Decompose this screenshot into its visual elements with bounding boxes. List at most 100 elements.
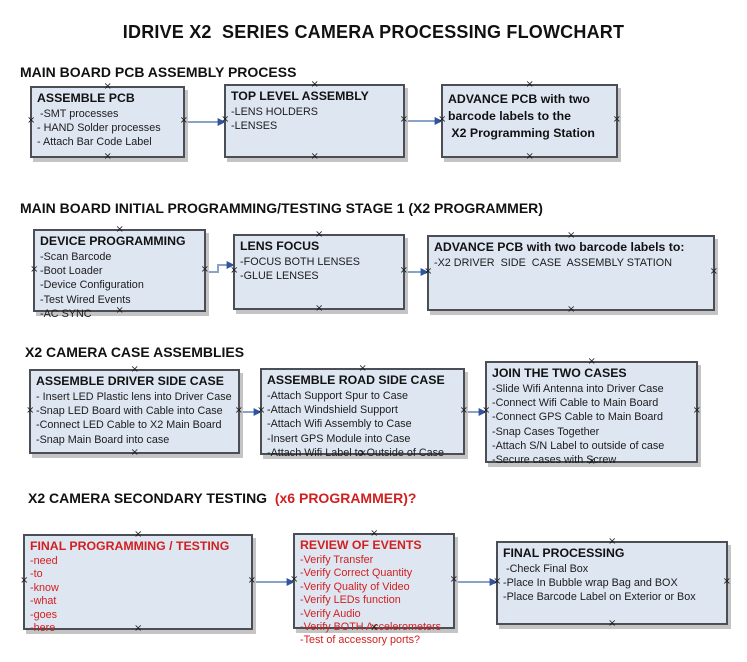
node-line-item: -Test Wired Events <box>40 293 131 306</box>
node-line-item: -Verify Quality of Video <box>300 580 410 593</box>
node-title: FINAL PROCESSING <box>503 546 625 560</box>
connection-point-icon: × <box>608 618 617 629</box>
node-line-item: -Attach Windshield Support <box>267 404 398 417</box>
section-heading-secondary-testing: X2 CAMERA SECONDARY TESTING (x6 PROGRAMM… <box>28 490 416 506</box>
section-heading-case-assemblies: X2 CAMERA CASE ASSEMBLIES <box>25 344 244 360</box>
node-line-item: -SMT processes <box>37 108 119 120</box>
connection-point-icon: × <box>221 114 230 125</box>
connection-point-icon: × <box>310 151 319 162</box>
node-line-item: -GLUE LENSES <box>240 270 319 283</box>
heading-text: X2 CAMERA CASE ASSEMBLIES <box>25 344 245 360</box>
page-title: IDRIVE X2 SERIES CAMERA PROCESSING FLOWC… <box>122 22 625 42</box>
node-line-item: - HAND Solder processes <box>37 122 161 135</box>
connector-line <box>206 261 235 273</box>
connection-point-icon: × <box>358 448 367 459</box>
node-title: ASSEMBLE DRIVER SIDE CASE <box>36 374 224 388</box>
node-assemble-road-side-case[interactable]: ASSEMBLE ROAD SIDE CASE -Attach Support … <box>257 364 468 459</box>
connection-point-icon: × <box>459 404 468 416</box>
node-line-item: -Connect LED Cable to X2 Main Board <box>36 419 222 432</box>
connection-point-icon: × <box>200 263 209 275</box>
connection-point-icon: × <box>257 404 266 416</box>
connection-point-icon: × <box>130 447 139 458</box>
node-line-item: -FOCUS BOTH LENSES <box>240 256 360 268</box>
connection-point-icon: × <box>567 230 576 241</box>
node-line-item: -here <box>30 622 56 635</box>
node-line-item: barcode labels to the <box>448 109 571 123</box>
heading-text: MAIN BOARD PCB ASSEMBLY PROCESS <box>20 64 297 80</box>
node-line-item: -Attach Support Spur to Case <box>267 390 409 402</box>
node-line-item: -Check Final Box <box>503 563 589 575</box>
node-line-item: -Test of accessory ports? <box>300 634 421 647</box>
connection-point-icon: × <box>27 115 36 126</box>
node-lens-focus[interactable]: LENS FOCUS -FOCUS BOTH LENSES -GLUE LENSE… <box>230 230 408 314</box>
node-advance-pcb-to-programming-station[interactable]: ADVANCE PCB with two barcode labels to t… <box>438 80 621 162</box>
connection-point-icon: × <box>315 303 324 314</box>
node-line-item: -Insert GPS Module into Case <box>267 432 411 445</box>
connection-point-icon: × <box>358 363 367 374</box>
connection-point-icon: × <box>134 623 143 634</box>
node-line-item: -Attach S/N Label to outside of case <box>492 439 665 452</box>
node-line-item: - Attach Bar Code Label <box>37 136 152 149</box>
node-device-programming[interactable]: DEVICE PROGRAMMING -Scan Barcode -Boot Lo… <box>30 225 209 320</box>
node-final-processing[interactable]: FINAL PROCESSING -Check Final Box -Place … <box>493 537 731 629</box>
node-line-item: X2 Programming Station <box>448 126 595 140</box>
connection-point-icon: × <box>30 263 39 275</box>
connection-point-icon: × <box>130 364 139 375</box>
connection-point-icon: × <box>692 405 701 416</box>
connection-point-icon: × <box>482 405 491 416</box>
connection-point-icon: × <box>493 576 502 587</box>
connection-point-icon: × <box>315 229 324 240</box>
node-assemble-pcb[interactable]: ASSEMBLE PCB -SMT processes- HAND Solder… <box>27 82 188 162</box>
connection-point-icon: × <box>115 305 124 316</box>
connection-point-icon: × <box>134 529 143 540</box>
node-line-item: -LENSES <box>231 120 278 133</box>
node-line-item: -Verify Transfer <box>300 554 374 566</box>
heading-text: MAIN BOARD INITIAL PROGRAMMING/TESTING S… <box>20 200 543 216</box>
node-title: TOP LEVEL ASSEMBLY <box>231 89 369 103</box>
node-line-item: -Attach Wifi Label to Outside of Case <box>267 446 445 459</box>
node-line-item: -goes <box>30 608 58 621</box>
node-lines: -SMT processes - HAND Solder processes- A… <box>37 107 179 150</box>
node-line-item: -Slide Wifi Antenna into Driver Case <box>492 383 664 395</box>
node-line-item: -Secure cases with Screw <box>492 454 617 467</box>
node-lines: -Slide Wifi Antenna into Driver Case -Con… <box>492 382 692 467</box>
heading-red-text: (x6 PROGRAMMER)? <box>267 490 417 506</box>
connection-point-icon: × <box>608 536 617 547</box>
node-lines: -FOCUS BOTH LENSES -GLUE LENSES <box>240 255 399 283</box>
connection-point-icon: × <box>525 151 534 162</box>
connection-point-icon: × <box>115 224 124 235</box>
node-line-item: -to <box>30 568 43 581</box>
node-line-item: -Verify Audio <box>300 607 361 620</box>
node-advance-pcb-to-case-assembly[interactable]: ADVANCE PCB with two barcode labels to: … <box>424 231 718 315</box>
connection-point-icon: × <box>449 574 458 585</box>
connection-point-icon: × <box>20 575 29 586</box>
node-line-item: -Verify Correct Quantity <box>300 567 413 580</box>
node-join-the-two-cases[interactable]: JOIN THE TWO CASES -Slide Wifi Antenna i… <box>482 357 701 467</box>
connection-point-icon: × <box>399 114 408 125</box>
connection-point-icon: × <box>103 151 112 162</box>
node-title: ADVANCE PCB with two <box>448 92 590 106</box>
connection-point-icon: × <box>612 114 621 125</box>
node-line-item: -Connect GPS Cable to Main Board <box>492 411 664 424</box>
node-title: JOIN THE TWO CASES <box>492 366 627 380</box>
node-final-programming-testing[interactable]: FINAL PROGRAMMING / TESTING -need-to-kno… <box>20 530 256 635</box>
node-line-item: -Connect Wifi Cable to Main Board <box>492 397 659 410</box>
node-lines: - Insert LED Plastic lens into Driver Ca… <box>36 390 234 447</box>
node-assemble-driver-side-case[interactable]: ASSEMBLE DRIVER SIDE CASE - Insert LED P… <box>26 365 243 458</box>
connection-point-icon: × <box>103 81 112 92</box>
node-title: DEVICE PROGRAMMING <box>40 234 186 248</box>
node-line-item: -Place In Bubble wrap Bag and BOX <box>503 577 678 590</box>
node-line-item: -Boot Loader <box>40 265 103 278</box>
connection-point-icon: × <box>26 404 35 416</box>
node-line-item: -know <box>30 581 59 594</box>
node-top-level-assembly[interactable]: TOP LEVEL ASSEMBLY -LENS HOLDERS-LENSES … <box>221 80 408 162</box>
node-review-of-events[interactable]: REVIEW OF EVENTS -Verify Transfer-Verify… <box>290 529 458 647</box>
connection-point-icon: × <box>179 115 188 126</box>
node-line-item: -Place Barcode Label on Exterior or Box <box>503 591 696 604</box>
node-lines: -Attach Support Spur to Case -Attach Wind… <box>267 389 459 460</box>
node-title: LENS FOCUS <box>240 239 320 253</box>
connection-point-icon: × <box>722 576 731 587</box>
connection-point-icon: × <box>247 575 256 586</box>
node-line-item: -Scan Barcode <box>40 251 112 263</box>
